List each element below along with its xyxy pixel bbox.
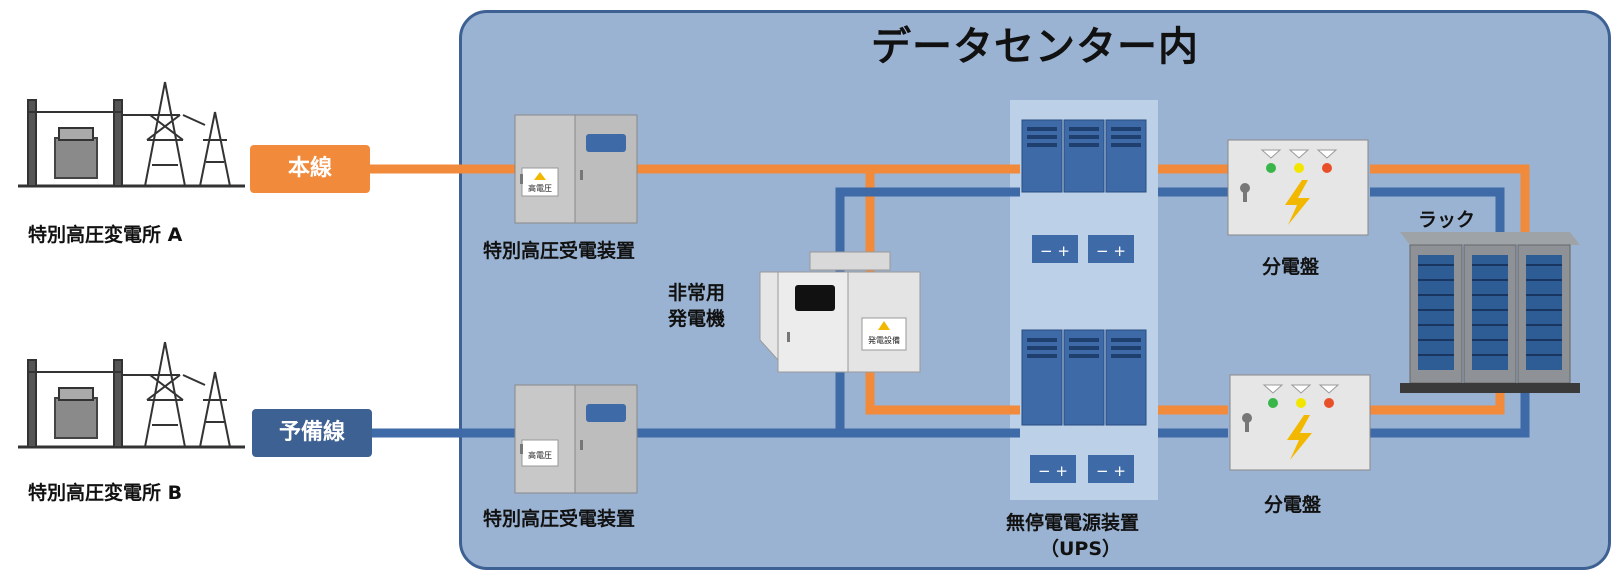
receiving-equipment-1-icon bbox=[514, 114, 638, 224]
backup-line-badge: 予備線 bbox=[252, 409, 372, 457]
ups-label-2: （UPS） bbox=[1040, 538, 1122, 560]
distribution-board-top-icon bbox=[1227, 139, 1369, 236]
generator-icon bbox=[759, 251, 921, 373]
ups-top-icon: − + − + bbox=[1021, 119, 1147, 263]
generator-sticker: 発電設備 bbox=[868, 335, 900, 345]
backup-power-lines bbox=[370, 187, 1530, 438]
substation-b-icon bbox=[18, 341, 245, 449]
rack-label: ラック bbox=[1418, 209, 1476, 231]
distribution-board-bottom-icon bbox=[1229, 374, 1371, 471]
svg-text:− +: − + bbox=[1096, 462, 1126, 480]
receiving-equipment-2-icon bbox=[514, 384, 638, 494]
generator-label-2: 発電機 bbox=[668, 308, 726, 330]
svg-text:− +: − + bbox=[1040, 242, 1070, 260]
generator-label-1: 非常用 bbox=[668, 282, 726, 304]
receiving-2-label: 特別高圧受電装置 bbox=[483, 508, 636, 530]
svg-text:− +: − + bbox=[1038, 462, 1068, 480]
distribution-bottom-label: 分電盤 bbox=[1264, 494, 1322, 516]
receiving-1-sticker: 高電圧 bbox=[528, 183, 552, 193]
receiving-2-sticker: 高電圧 bbox=[528, 450, 552, 460]
receiving-1-label: 特別高圧受電装置 bbox=[483, 240, 636, 262]
main-line-badge: 本線 bbox=[250, 145, 370, 193]
page-title: データセンター内 bbox=[871, 24, 1199, 70]
substation-a-icon bbox=[18, 81, 245, 188]
substation-b-label: 特別高圧変電所 B bbox=[28, 482, 183, 504]
substation-a-label: 特別高圧変電所 A bbox=[28, 224, 183, 246]
svg-text:− +: − + bbox=[1096, 242, 1126, 260]
main-power-lines bbox=[370, 164, 1530, 415]
rack-icon bbox=[1400, 232, 1580, 393]
ups-bottom-icon: − + − + bbox=[1021, 329, 1147, 483]
ups-label-1: 無停電電源装置 bbox=[1006, 512, 1140, 534]
distribution-top-label: 分電盤 bbox=[1262, 256, 1320, 278]
